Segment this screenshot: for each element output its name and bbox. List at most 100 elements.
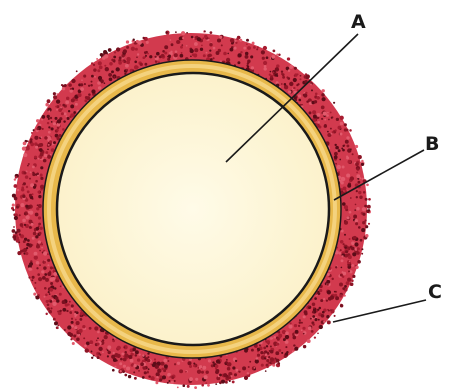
speckle (227, 53, 229, 55)
speckle (98, 76, 102, 80)
speckle (187, 385, 190, 388)
speckle (40, 177, 43, 180)
speckle (271, 55, 275, 59)
speckle (155, 381, 158, 384)
speckle (365, 225, 367, 227)
speckle (292, 336, 296, 340)
speckle (27, 190, 30, 193)
speckle (60, 107, 62, 109)
speckle (273, 336, 276, 339)
speckle (44, 273, 47, 276)
speckle (39, 232, 41, 234)
speckle (331, 278, 333, 280)
speckle (338, 171, 340, 173)
speckle (351, 241, 355, 245)
speckle (219, 36, 222, 39)
speckle (235, 42, 237, 44)
speckle (171, 376, 174, 379)
speckle (304, 92, 306, 94)
speckle (71, 98, 75, 102)
speckle (25, 175, 29, 179)
speckle (205, 382, 207, 384)
speckle (321, 93, 325, 97)
speckle (207, 54, 210, 57)
speckle (49, 140, 52, 143)
speckle (113, 76, 115, 78)
speckle (84, 83, 86, 85)
inner-area (57, 73, 329, 345)
speckle (94, 326, 98, 330)
speckle (246, 39, 249, 42)
speckle (358, 226, 361, 229)
speckle (28, 163, 30, 165)
speckle (113, 56, 116, 59)
speckle (335, 266, 337, 268)
speckle (201, 371, 204, 374)
speckle (84, 344, 87, 347)
speckle (116, 67, 120, 71)
speckle (303, 315, 306, 318)
speckle (54, 321, 58, 325)
speckle (114, 61, 116, 63)
speckle (116, 47, 120, 51)
speckle (344, 205, 348, 209)
speckle (263, 347, 266, 350)
speckle (49, 288, 53, 292)
speckle (363, 191, 366, 194)
speckle (312, 323, 314, 325)
speckle (96, 340, 98, 342)
speckle (350, 282, 354, 286)
speckle (123, 365, 126, 368)
speckle (132, 348, 135, 351)
speckle (294, 97, 297, 100)
speckle (45, 103, 49, 107)
speckle (47, 122, 49, 124)
speckle (43, 266, 46, 269)
speckle (13, 226, 15, 228)
speckle (215, 364, 219, 368)
speckle (57, 327, 59, 329)
speckle (104, 335, 108, 339)
speckle (71, 321, 74, 324)
speckle (27, 140, 29, 142)
speckle (344, 246, 346, 248)
speckle (83, 75, 86, 78)
speckle (119, 362, 122, 365)
speckle (239, 39, 242, 42)
speckle (31, 223, 34, 226)
speckle (355, 204, 357, 206)
speckle (89, 340, 93, 344)
speckle (257, 354, 260, 357)
speckle (94, 76, 96, 78)
speckle (259, 344, 261, 346)
speckle (341, 177, 344, 180)
speckle (361, 253, 363, 255)
speckle (215, 370, 219, 374)
speckle (62, 300, 66, 304)
speckle (108, 48, 112, 52)
speckle (145, 55, 147, 57)
speckle (156, 52, 160, 56)
speckle (319, 289, 322, 292)
speckle (247, 63, 249, 65)
speckle (342, 202, 346, 206)
speckle (254, 367, 256, 369)
speckle (124, 353, 128, 357)
speckle (45, 313, 47, 315)
speckle (334, 144, 336, 146)
speckle (185, 371, 187, 373)
speckle (226, 58, 230, 62)
speckle (312, 311, 314, 313)
speckle (301, 329, 303, 331)
speckle (97, 337, 99, 339)
speckle (29, 262, 33, 266)
speckle (115, 366, 117, 368)
speckle (264, 357, 266, 359)
speckle (175, 50, 178, 53)
speckle (119, 56, 122, 59)
speckle (112, 339, 114, 341)
speckle (351, 279, 354, 282)
speckle (357, 260, 361, 264)
speckle (126, 69, 128, 71)
speckle (263, 61, 267, 65)
